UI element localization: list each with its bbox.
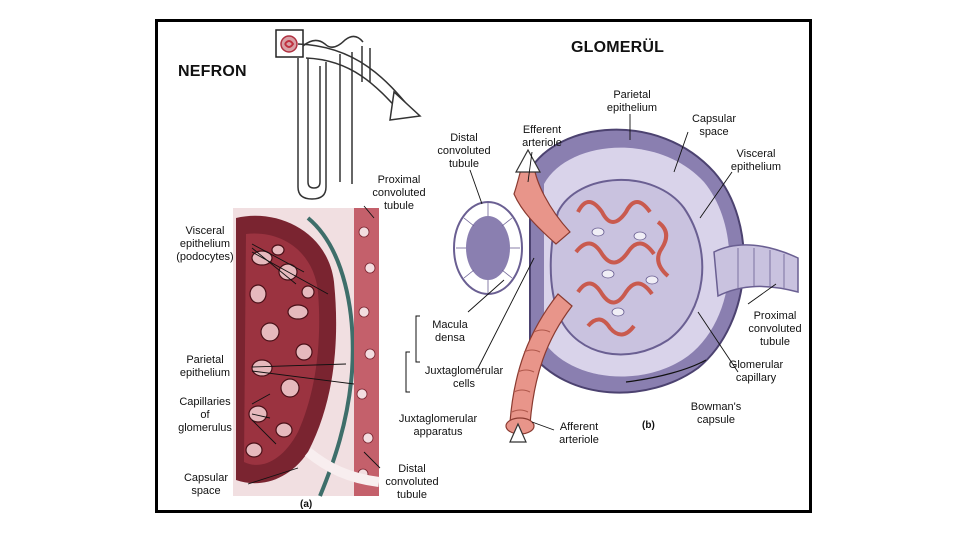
label-a-visceral-epithelium: Visceral epithelium (podocytes) xyxy=(176,225,234,263)
label-b-visceral-epithelium: Visceral epithelium xyxy=(730,148,782,173)
nephron-schematic xyxy=(275,29,371,200)
label-a-capillaries: Capillaries of glomerulus xyxy=(178,396,232,434)
label-a-proximal-tubule: Proximal convoluted tubule xyxy=(372,174,426,212)
figure-frame: NEFRON GLOMERÜL (a) (b) Proximal convolu… xyxy=(155,19,812,513)
efferent-arteriole-shape xyxy=(513,165,571,245)
glomerulus-drawing xyxy=(405,128,799,443)
panel-b-label: (b) xyxy=(642,420,655,431)
arrow-head xyxy=(389,90,422,121)
afferent-flow-arrow xyxy=(509,422,527,443)
label-b-afferent-arteriole: Afferent arteriole xyxy=(559,421,599,446)
label-b-bowmans-capsule: Bowman's capsule xyxy=(690,401,742,426)
panel-a-label: (a) xyxy=(300,499,313,510)
afferent-arteriole-shape xyxy=(509,293,573,425)
micrograph xyxy=(233,208,380,497)
glomerulus-mini xyxy=(280,35,298,53)
glomerul-title: GLOMERÜL xyxy=(571,39,665,56)
label-b-distal-tubule: Distal convoluted tubule xyxy=(437,132,491,170)
label-b-macula-densa: Macula densa xyxy=(432,319,468,344)
label-b-juxtaglomerular-cells: Juxtaglomerular cells xyxy=(424,365,504,390)
leader-lines xyxy=(247,114,777,485)
label-b-glomerular-capillary: Glomerular capillary xyxy=(728,359,784,384)
label-b-proximal-tubule: Proximal convoluted tubule xyxy=(748,310,802,348)
illustration xyxy=(233,29,799,497)
label-a-parietal-epithelium: Parietal epithelium xyxy=(179,354,231,379)
label-a-distal-tubule: Distal convoluted tubule xyxy=(385,463,439,501)
label-b-parietal-epithelium: Parietal epithelium xyxy=(606,89,658,114)
label-b-juxtaglomerular-apparatus: Juxtaglomerular apparatus xyxy=(398,413,478,438)
efferent-flow-arrow xyxy=(514,148,542,173)
label-b-efferent-arteriole: Efferent arteriole xyxy=(522,124,562,149)
label-a-capsular-space: Capsular space xyxy=(183,472,229,497)
label-b-capsular-space: Capsular space xyxy=(691,113,737,138)
nefron-title: NEFRON xyxy=(178,63,247,80)
